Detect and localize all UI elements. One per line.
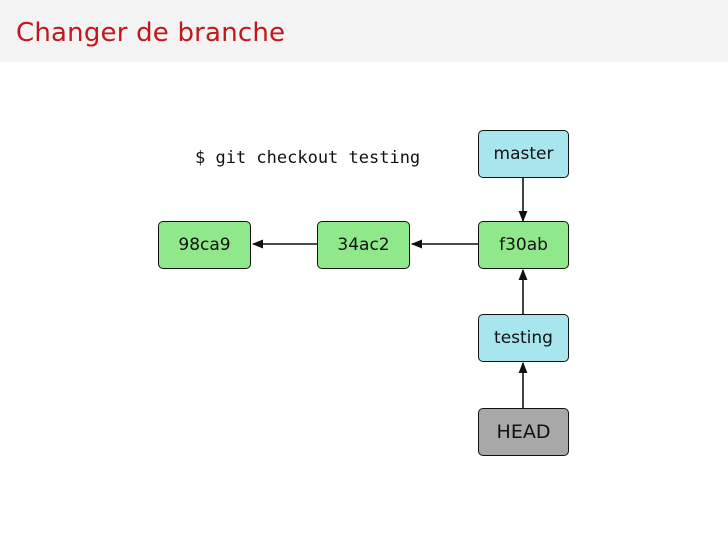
- commit-98ca9: 98ca9: [158, 221, 251, 269]
- head-pointer: HEAD: [478, 408, 569, 456]
- commit-34ac2: 34ac2: [317, 221, 410, 269]
- branch-master: master: [478, 130, 569, 178]
- git-command: $ git checkout testing: [195, 148, 421, 168]
- title-bar: Changer de branche: [0, 0, 728, 62]
- slide-title: Changer de branche: [16, 18, 286, 48]
- branch-testing: testing: [478, 314, 569, 362]
- commit-f30ab: f30ab: [478, 221, 569, 269]
